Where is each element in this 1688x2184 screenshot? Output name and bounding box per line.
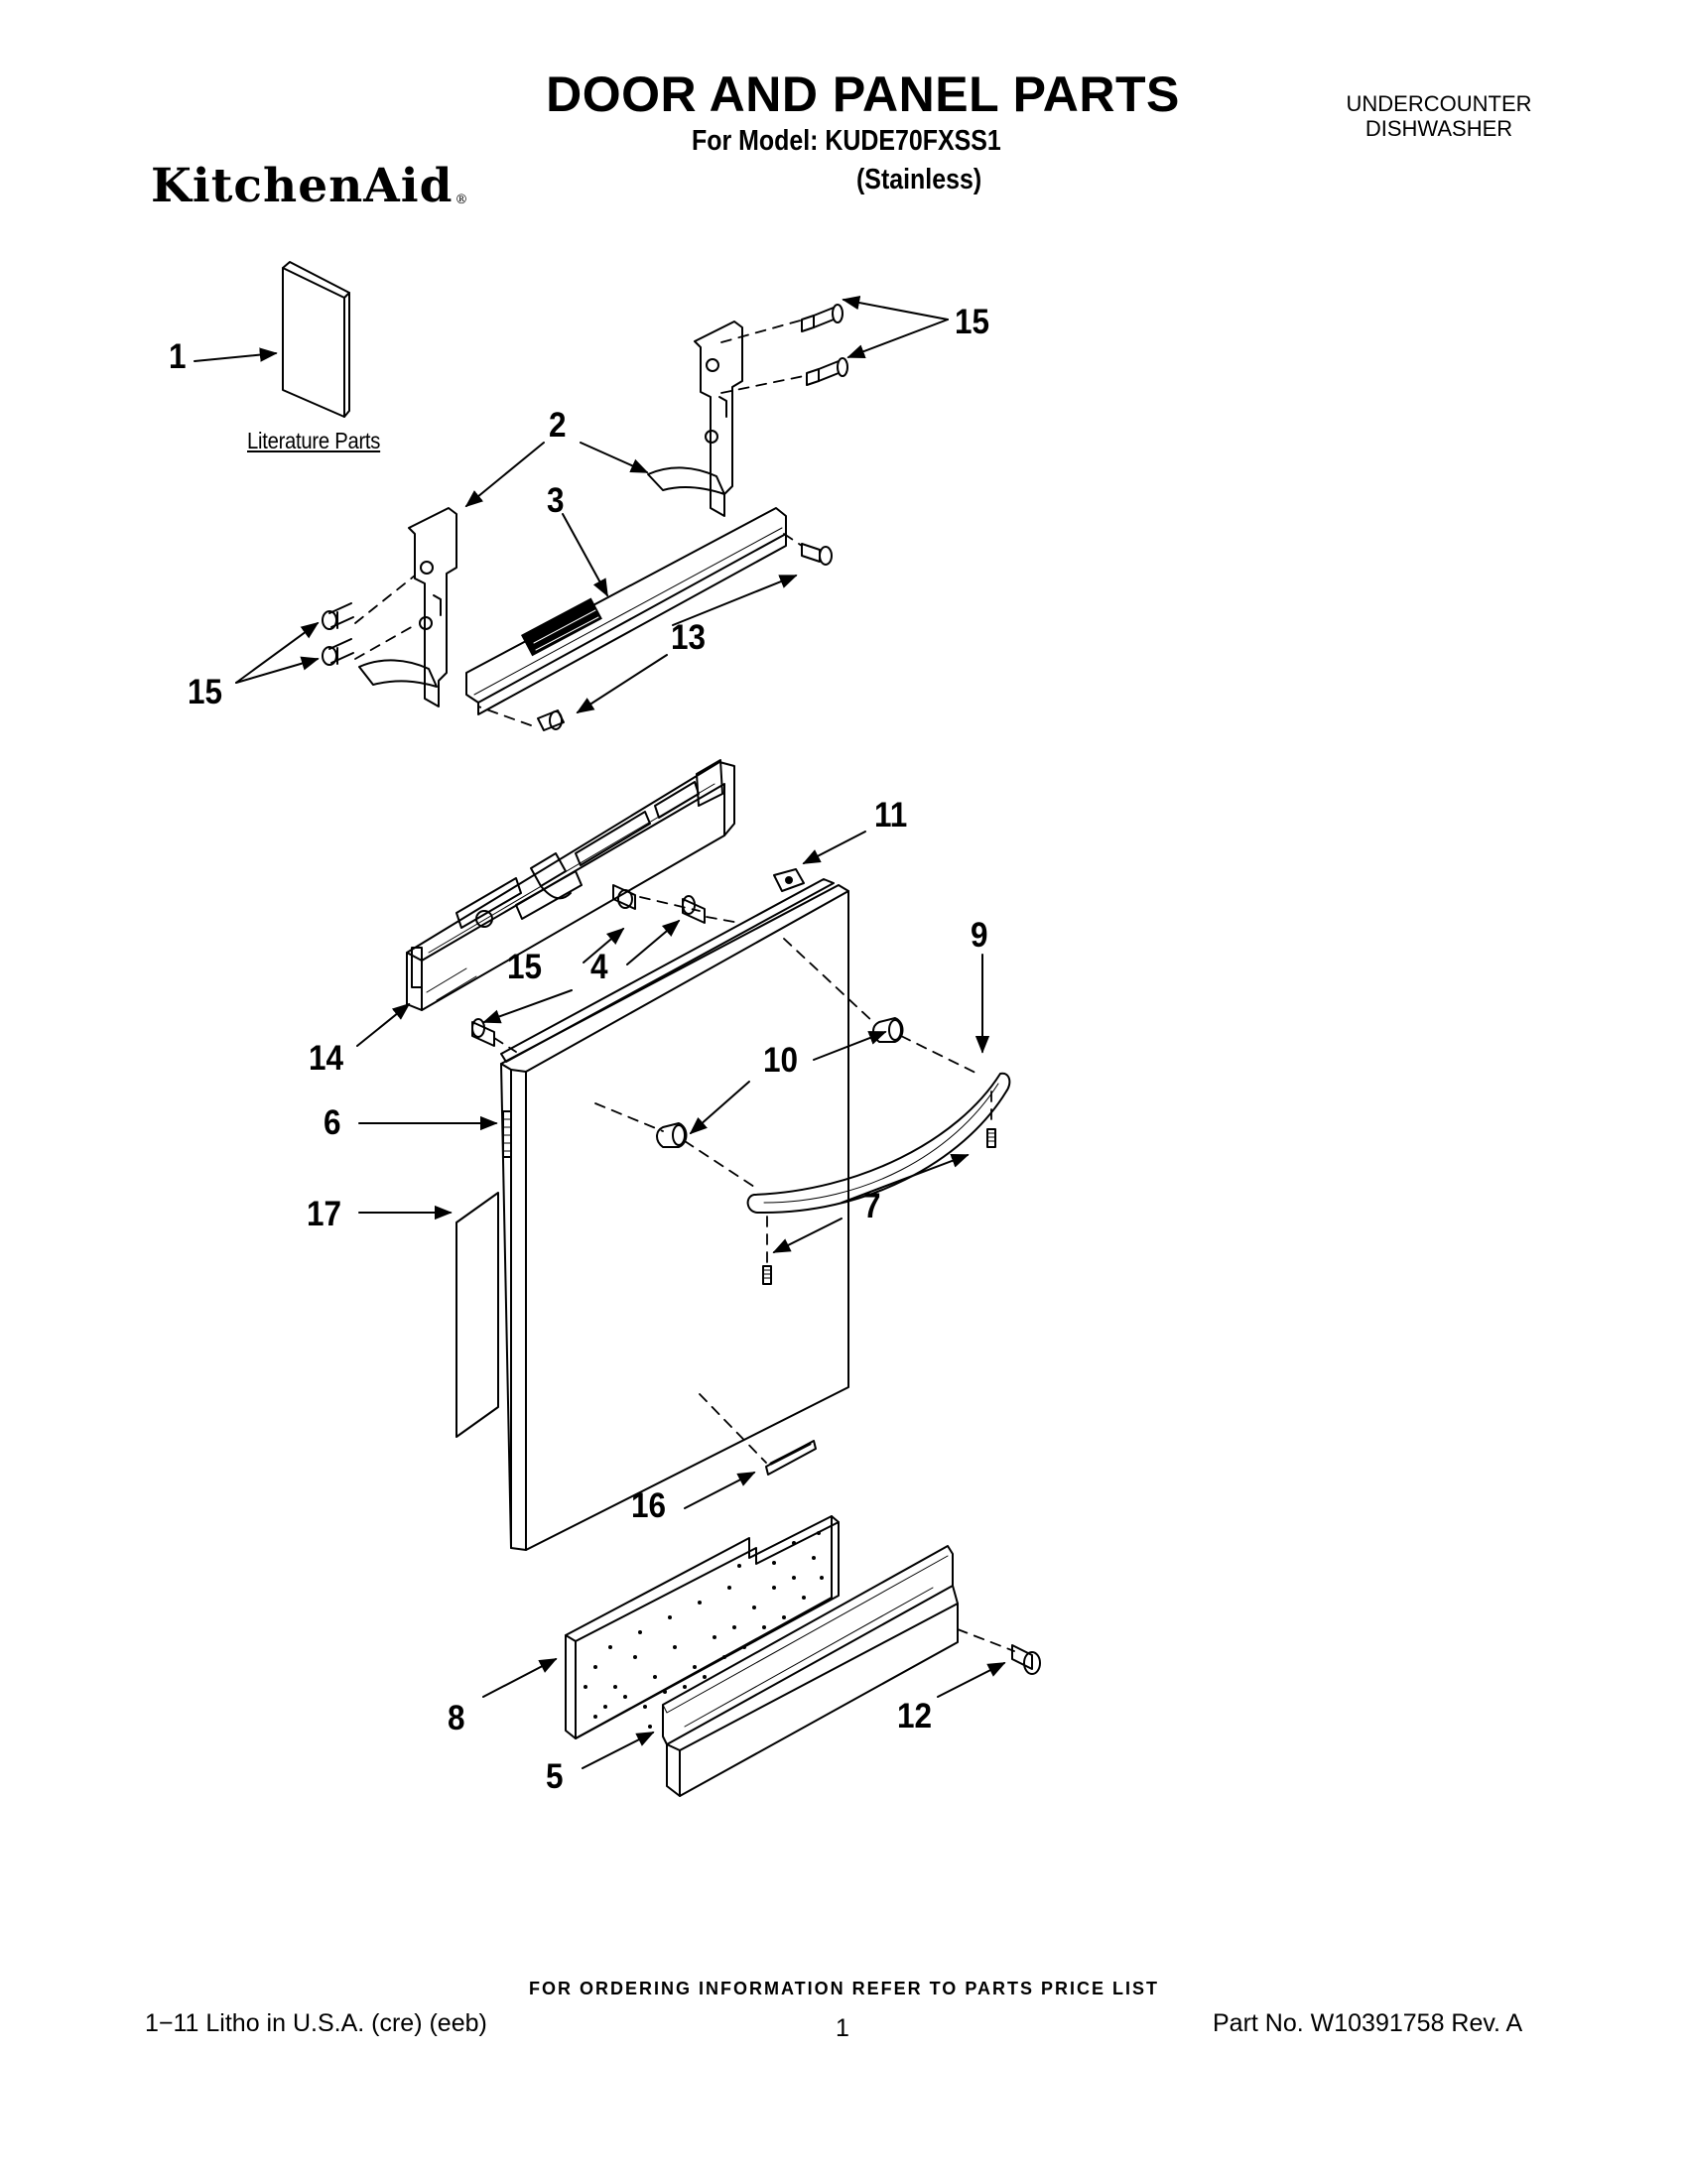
literature-booklet-part [282, 261, 350, 418]
callout-7: 7 [863, 1187, 881, 1225]
badge-part [765, 1440, 817, 1476]
callout-10: 10 [763, 1041, 799, 1080]
callout-8: 8 [448, 1699, 465, 1737]
screw-13-top [801, 543, 833, 566]
callout-15-left: 15 [188, 673, 223, 711]
brand-logo: KitchenAid® [151, 159, 469, 213]
part-number: Part No. W10391758 Rev. A [1213, 2009, 1523, 2037]
console-bar-part [465, 507, 787, 715]
appliance-type: UNDERCOUNTER DISHWASHER [1320, 91, 1558, 141]
kick-plate-insulation-part [565, 1515, 840, 1739]
callout-4: 4 [590, 948, 608, 986]
appliance-type-line2: DISHWASHER [1364, 116, 1513, 141]
callout-16: 16 [631, 1486, 667, 1525]
callout-12: 12 [897, 1697, 933, 1735]
screw-4-left [471, 1018, 495, 1047]
callout-15-top: 15 [955, 303, 990, 341]
model-line: For Model: KUDE70FXSS1 [692, 125, 1001, 157]
brand-name: KitchenAid [151, 159, 454, 213]
callout-14: 14 [309, 1039, 344, 1078]
right-door-bracket-part [647, 321, 743, 517]
alignment-lines [354, 319, 1015, 1652]
screw-top-1 [801, 304, 844, 332]
clip-part [773, 868, 805, 892]
screw-13-bottom [537, 709, 565, 731]
callout-1: 1 [169, 337, 187, 376]
callout-17: 17 [307, 1195, 342, 1233]
callout-13: 13 [671, 618, 707, 657]
callout-15-middle: 15 [507, 948, 543, 986]
screw-parts [322, 304, 1041, 1675]
set-screw-parts [762, 1128, 996, 1285]
callout-11: 11 [874, 796, 908, 835]
page-title: DOOR AND PANEL PARTS [546, 66, 1180, 122]
kick-panel-part [662, 1545, 959, 1797]
appliance-type-line1: UNDERCOUNTER [1346, 91, 1532, 116]
callout-leaders [194, 295, 1006, 1769]
page-number: 1 [836, 2014, 849, 2042]
screw-4-top [682, 895, 706, 924]
callout-9: 9 [971, 916, 988, 955]
registered-mark: ® [454, 193, 469, 207]
screw-top-2 [806, 357, 848, 386]
door-handle-part [746, 1072, 1011, 1215]
callout-5: 5 [546, 1757, 564, 1796]
model-variant: (Stainless) [856, 164, 982, 195]
callout-2: 2 [549, 406, 567, 445]
handle-spacer-parts [656, 1017, 904, 1148]
control-panel-part [406, 759, 735, 1011]
screw-12 [1011, 1644, 1041, 1675]
screw-left-2 [322, 638, 354, 666]
screw-15-mid [612, 884, 636, 910]
ordering-note: FOR ORDERING INFORMATION REFER TO PARTS … [528, 1979, 1159, 1998]
door-panel-part [500, 878, 849, 1551]
left-door-bracket-part [358, 507, 457, 707]
insulation-pad-part [455, 1192, 499, 1438]
literature-parts-label: Literature Parts [247, 428, 381, 453]
screw-left-1 [322, 602, 354, 630]
litho-info: 1−11 Litho in U.S.A. (cre) (eeb) [145, 2009, 487, 2037]
callout-6: 6 [324, 1103, 341, 1142]
callout-3: 3 [547, 481, 565, 520]
